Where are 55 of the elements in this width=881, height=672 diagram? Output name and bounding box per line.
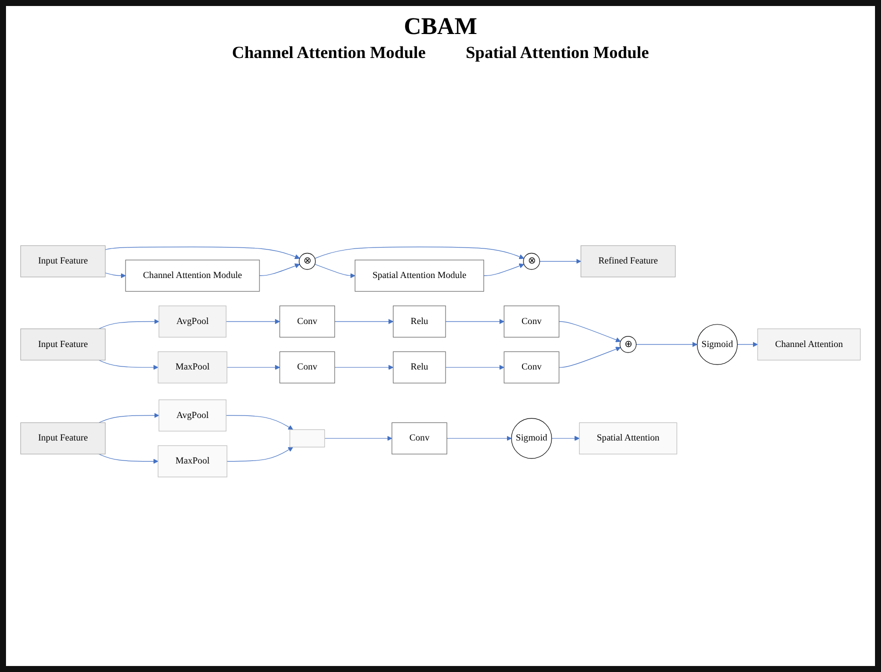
arrow	[334, 365, 394, 370]
arrow	[226, 319, 280, 324]
arrow	[104, 246, 300, 260]
arrow	[314, 246, 524, 260]
node-circle	[696, 324, 738, 366]
arrow	[445, 319, 504, 324]
arrow	[226, 415, 294, 430]
node-box	[757, 328, 861, 361]
node-box	[20, 328, 106, 361]
arrow	[551, 436, 580, 442]
arrow	[558, 321, 621, 342]
section-heading: Channel Attention Module	[232, 43, 426, 63]
node-circle	[511, 418, 552, 459]
node-circle	[620, 336, 637, 354]
node-box	[392, 422, 448, 455]
node-box	[504, 352, 560, 384]
arrow	[445, 365, 504, 370]
node-box	[579, 422, 678, 455]
node-circle	[523, 253, 540, 270]
arrow	[98, 360, 158, 370]
arrow	[334, 319, 394, 324]
arrow	[98, 454, 158, 464]
node-box	[20, 246, 106, 278]
arrow	[483, 264, 524, 276]
arrow	[558, 346, 621, 368]
arrow	[314, 264, 356, 278]
node-box	[580, 246, 676, 278]
arrow	[636, 342, 698, 348]
arrow	[226, 447, 294, 462]
arrow	[259, 264, 300, 276]
arrow	[104, 272, 126, 278]
arrow	[737, 342, 758, 348]
arrow	[98, 319, 160, 330]
arrow	[226, 365, 280, 370]
flowchart: Input Feature Channel Attention Module ⊗ Spatial Attention Module ⊗ Refined Feature Input Feature AvgPool Conv Relu Conv MaxPool Conv Relu Conv ⊕ Sigmoid Channel Attention Input Feature AvgPool MaxPool Conv Sigmoid Spatial Attention	[16, 241, 865, 482]
node-box	[504, 306, 560, 338]
node-box	[20, 422, 106, 455]
node-box	[158, 306, 226, 338]
arrow	[539, 258, 582, 264]
node-circle	[298, 253, 316, 270]
node-box	[158, 352, 228, 384]
arrow	[324, 436, 392, 442]
node-box	[392, 306, 446, 338]
node-box	[290, 430, 325, 448]
arrow	[446, 436, 512, 442]
node-box	[354, 260, 484, 292]
section-heading: Spatial Attention Module	[466, 43, 649, 63]
arrow	[98, 413, 160, 424]
node-box	[158, 446, 228, 478]
node-box	[125, 260, 260, 292]
node-box	[392, 352, 446, 384]
node-box	[279, 306, 336, 338]
node-box	[158, 400, 226, 432]
node-box	[279, 352, 336, 384]
diagram-title: CBAM	[404, 14, 478, 41]
